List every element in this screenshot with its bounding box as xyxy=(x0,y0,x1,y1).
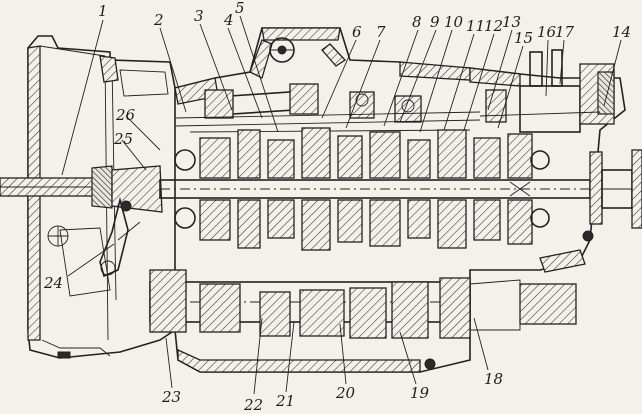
callout-17: 17 xyxy=(555,23,575,41)
callout-25: 25 xyxy=(113,130,133,148)
countershaft xyxy=(149,269,577,370)
callout-10: 10 xyxy=(444,13,464,31)
callout-9: 9 xyxy=(430,13,440,31)
callout-8: 8 xyxy=(412,13,422,31)
callout-6: 6 xyxy=(352,23,362,41)
callout-20: 20 xyxy=(335,384,356,402)
callout-12: 12 xyxy=(484,17,503,35)
callouts: 1 2 3 4 5 6 7 8 9 10 11 12 13 14 15 16 1… xyxy=(43,0,631,414)
callout-22: 22 xyxy=(243,396,263,414)
leader-lines xyxy=(61,15,622,395)
output-flange xyxy=(582,149,642,242)
shift-mechanism xyxy=(174,37,481,133)
callout-16: 16 xyxy=(537,23,557,41)
callout-14: 14 xyxy=(612,23,631,41)
callout-18: 18 xyxy=(484,370,503,388)
main-shaft xyxy=(159,127,591,251)
release-lever xyxy=(99,196,141,278)
callout-23: 23 xyxy=(161,388,181,406)
callout-21: 21 xyxy=(275,392,295,410)
callout-13: 13 xyxy=(502,13,521,31)
callout-2: 2 xyxy=(153,11,164,29)
callout-26: 26 xyxy=(115,106,136,124)
callout-24: 24 xyxy=(43,274,63,292)
callout-4: 4 xyxy=(223,11,234,29)
callout-1: 1 xyxy=(98,2,108,20)
callout-3: 3 xyxy=(194,7,204,25)
callout-11: 11 xyxy=(466,17,485,35)
main-case xyxy=(174,27,626,373)
callout-15: 15 xyxy=(514,29,533,47)
input-shaft xyxy=(0,165,163,213)
callout-5: 5 xyxy=(235,0,245,17)
callout-19: 19 xyxy=(410,384,430,402)
callout-7: 7 xyxy=(376,23,386,41)
